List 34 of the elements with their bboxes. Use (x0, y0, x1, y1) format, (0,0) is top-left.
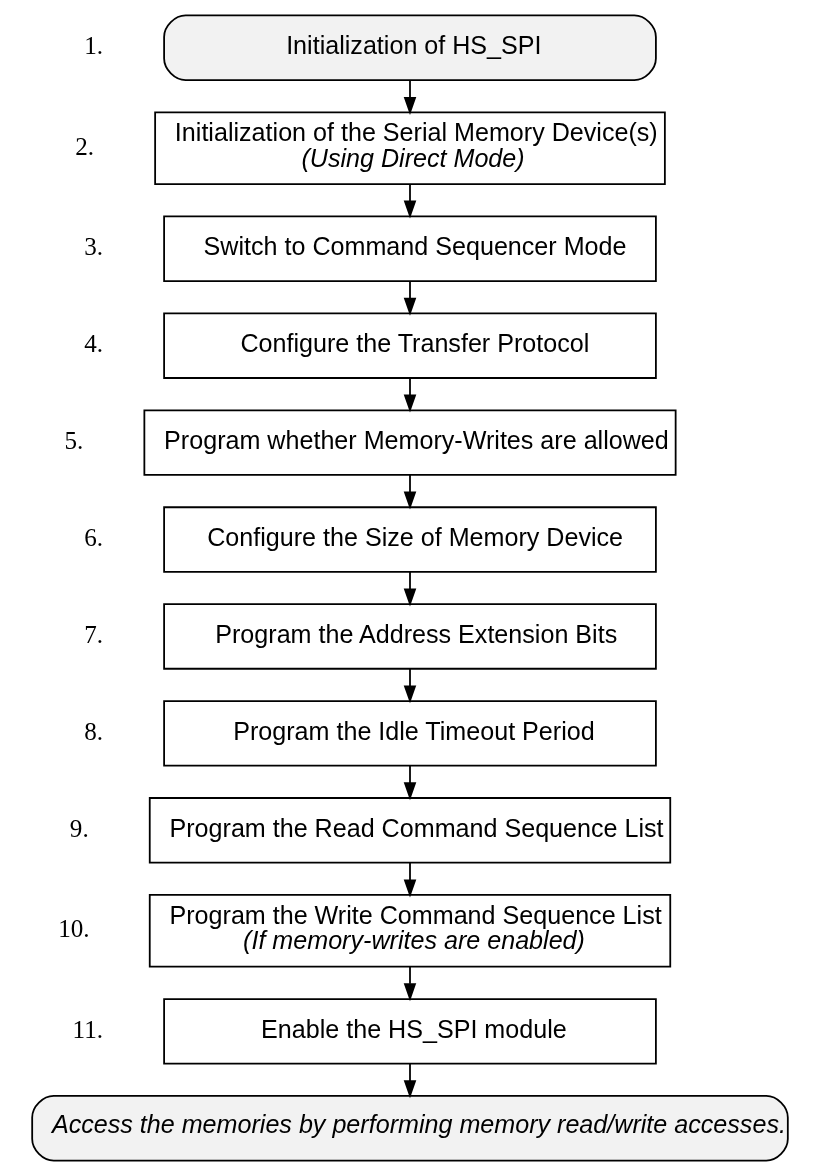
arrow (403, 280, 416, 316)
node-label: 2. (74, 132, 94, 160)
node-box: Program the Idle Timeout Period (162, 700, 657, 767)
node-label: 9. (69, 814, 89, 842)
node-label: 5. (63, 427, 83, 455)
node-label: 10. (57, 915, 90, 943)
node-box: Configure the Transfer Protocol (162, 312, 657, 379)
node-box: Initialization of HS_SPI (162, 14, 657, 81)
node-label: 1. (83, 32, 103, 60)
node-label: 8. (83, 718, 103, 746)
node-box: Access the memories by performing memory read/write accesses. (30, 1095, 789, 1162)
arrow (403, 79, 416, 115)
node-box: Configure the Size of Memory Device (162, 506, 657, 573)
arrow (403, 377, 416, 413)
node-box: Enable the HS_SPI module (162, 998, 657, 1065)
arrow (403, 183, 416, 219)
node-box: Program the Read Command Sequence List (148, 797, 671, 864)
arrow (403, 571, 416, 607)
node-label: 4. (83, 330, 103, 358)
node-label: 3. (83, 233, 103, 261)
arrow (403, 764, 416, 801)
arrow (403, 861, 416, 898)
arrow (403, 966, 416, 1002)
node-box: Program the Address Extension Bits (162, 603, 657, 670)
node-label: 6. (83, 524, 103, 552)
node-box: Switch to Command Sequencer Mode (162, 215, 657, 282)
arrow (403, 474, 416, 510)
node-label: 7. (83, 621, 103, 649)
arrow (403, 667, 416, 704)
node-box: Program whether Memory-Writes are allowed (142, 409, 677, 476)
node-label: 11. (72, 1015, 103, 1043)
node-box: Initialization of the Serial Memory Device(s) (Using Direct Mode) (153, 111, 666, 186)
arrow (403, 1062, 416, 1099)
node-box: Program the Write Command Sequence List (If memory-writes are enabled) (148, 894, 671, 968)
